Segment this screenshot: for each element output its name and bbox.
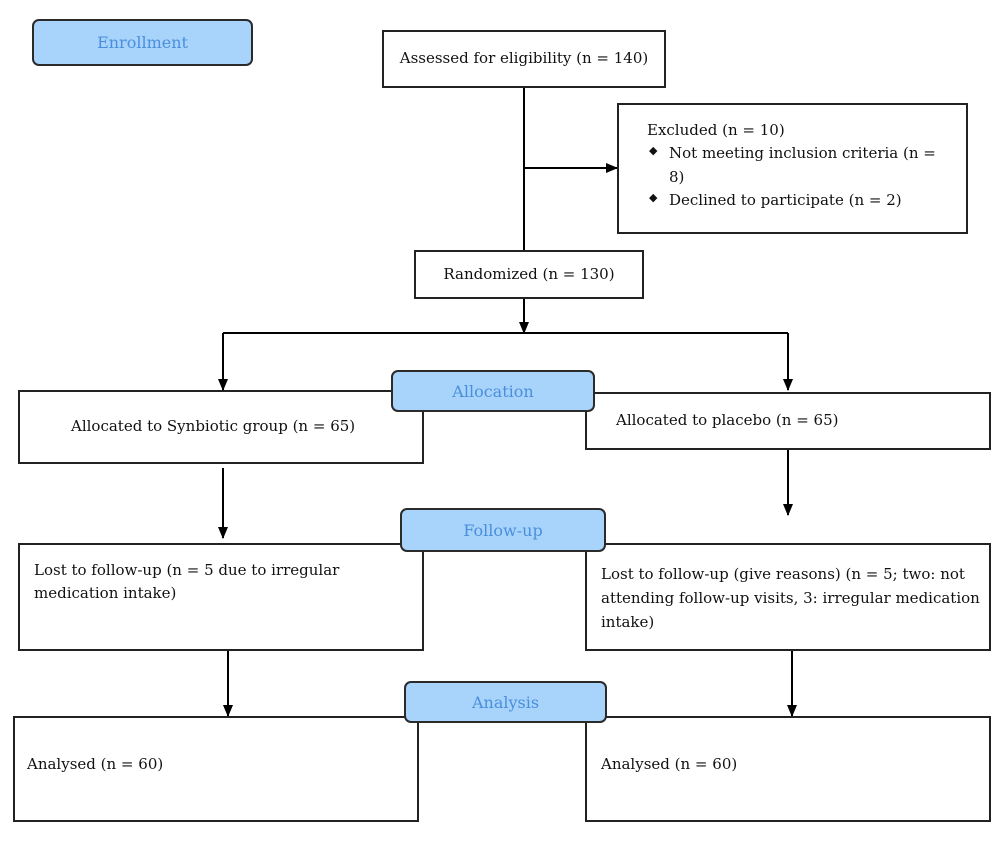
- randomized-label: Randomized (n = 130): [443, 264, 615, 283]
- stage-allocation-label: Allocation: [452, 381, 534, 401]
- stage-follow-up-label: Follow-up: [463, 520, 543, 540]
- analysed-synbiotic-label: Analysed (n = 60): [27, 755, 164, 773]
- analysed-placebo-label: Analysed (n = 60): [601, 755, 738, 773]
- stage-allocation: Allocation: [391, 370, 595, 412]
- excluded-reason-text: Declined to participate (n = 2): [669, 190, 902, 209]
- excluded-reason-item: Declined to participate (n = 2): [647, 189, 956, 212]
- stage-analysis-label: Analysis: [471, 692, 540, 712]
- box-analysed-placebo: Analysed (n = 60): [585, 716, 991, 822]
- box-randomized: Randomized (n = 130): [414, 250, 644, 299]
- box-allocated-placebo: Allocated to placebo (n = 65): [585, 392, 991, 450]
- lost-synbiotic-label: Lost to follow-up (n = 5 due to irregula…: [34, 561, 340, 603]
- box-analysed-synbiotic: Analysed (n = 60): [13, 716, 419, 822]
- box-assessed-eligibility: Assessed for eligibility (n = 140): [382, 30, 666, 88]
- assessed-label: Assessed for eligibility (n = 140): [399, 49, 649, 68]
- stage-enrollment-label: Enrollment: [97, 33, 188, 52]
- stage-follow-up: Follow-up: [400, 508, 606, 552]
- box-allocated-synbiotic: Allocated to Synbiotic group (n = 65): [18, 390, 424, 464]
- stage-analysis: Analysis: [404, 681, 607, 723]
- stage-enrollment: Enrollment: [32, 19, 253, 66]
- excluded-reasons: Not meeting inclusion criteria (n = 8) D…: [647, 142, 956, 212]
- box-lost-synbiotic: Lost to follow-up (n = 5 due to irregula…: [18, 543, 424, 651]
- box-lost-placebo: Lost to follow-up (give reasons) (n = 5;…: [585, 543, 991, 651]
- excluded-title: Excluded (n = 10): [647, 121, 785, 139]
- box-excluded: Excluded (n = 10) Not meeting inclusion …: [617, 103, 968, 234]
- allocated-synbiotic-label: Allocated to Synbiotic group (n = 65): [71, 417, 356, 436]
- lost-placebo-label: Lost to follow-up (give reasons) (n = 5;…: [601, 565, 980, 631]
- excluded-reason-item: Not meeting inclusion criteria (n = 8): [647, 142, 956, 189]
- excluded-reason-text: Not meeting inclusion criteria (n = 8): [669, 144, 936, 186]
- allocated-placebo-label: Allocated to placebo (n = 65): [616, 411, 839, 430]
